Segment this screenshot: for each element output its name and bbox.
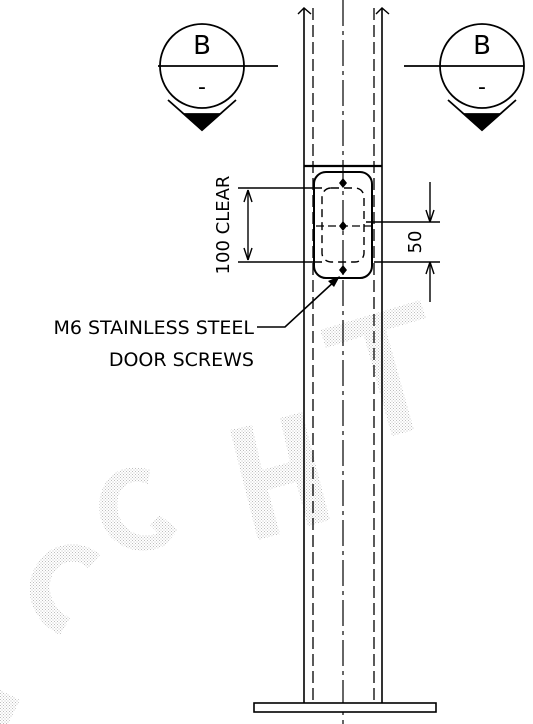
door-screws xyxy=(339,178,347,275)
callout-arrowhead xyxy=(328,276,340,287)
door-opening-hidden xyxy=(321,187,365,263)
break-mark-right xyxy=(375,7,390,15)
section-marker-left xyxy=(158,23,278,132)
screw-offset-dimension xyxy=(366,182,440,302)
base-plate xyxy=(253,702,437,713)
section-marker-left-sheet: - xyxy=(198,75,206,100)
section-marker-left-letter: B xyxy=(193,31,211,61)
screw-bottom xyxy=(339,265,347,275)
clear-dimension-label: 100 CLEAR xyxy=(213,176,234,275)
callout-line-2: DOOR SCREWS xyxy=(109,349,254,371)
screw-middle xyxy=(339,221,347,231)
callout-line-1: M6 STAINLESS STEEL xyxy=(53,317,254,339)
section-marker-right-sheet: - xyxy=(478,75,486,100)
screw-offset-label: 50 xyxy=(405,231,426,254)
break-mark-left xyxy=(297,7,312,15)
clear-dimension xyxy=(238,187,322,263)
section-marker-right-letter: B xyxy=(473,31,491,61)
callout-leader xyxy=(257,278,338,328)
copyright-watermark xyxy=(0,300,426,724)
door-panel xyxy=(313,171,373,279)
screw-top xyxy=(339,178,347,188)
section-marker-right xyxy=(404,23,525,132)
